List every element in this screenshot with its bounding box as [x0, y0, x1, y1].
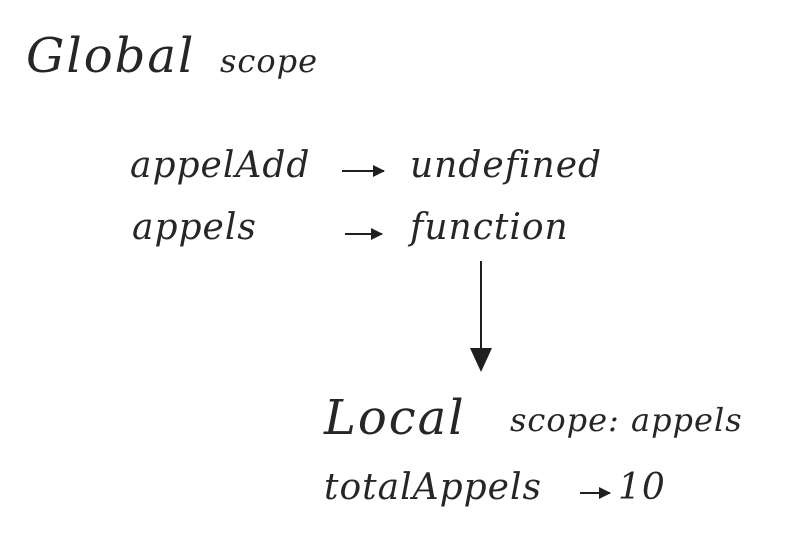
- arrow-right-appeladd: [342, 165, 385, 177]
- entry-value-appels: function: [410, 207, 569, 248]
- local-entry-value: 10: [618, 467, 666, 508]
- local-word: Local: [324, 390, 466, 446]
- arrow-right-local: [580, 487, 611, 499]
- arrow-right-appels: [345, 228, 383, 240]
- scope-word: scope: [220, 42, 319, 80]
- entry-value-appeladd: undefined: [410, 145, 603, 186]
- arrow-down-line: [480, 261, 482, 350]
- arrow-down-head: [470, 348, 492, 372]
- entry-name-appels: appels: [132, 207, 257, 248]
- global-word: Global: [26, 28, 196, 84]
- local-scope-label: scope: appels: [510, 401, 743, 439]
- entry-name-appeladd: appelAdd: [130, 145, 311, 186]
- local-entry-name: totalAppels: [324, 467, 542, 508]
